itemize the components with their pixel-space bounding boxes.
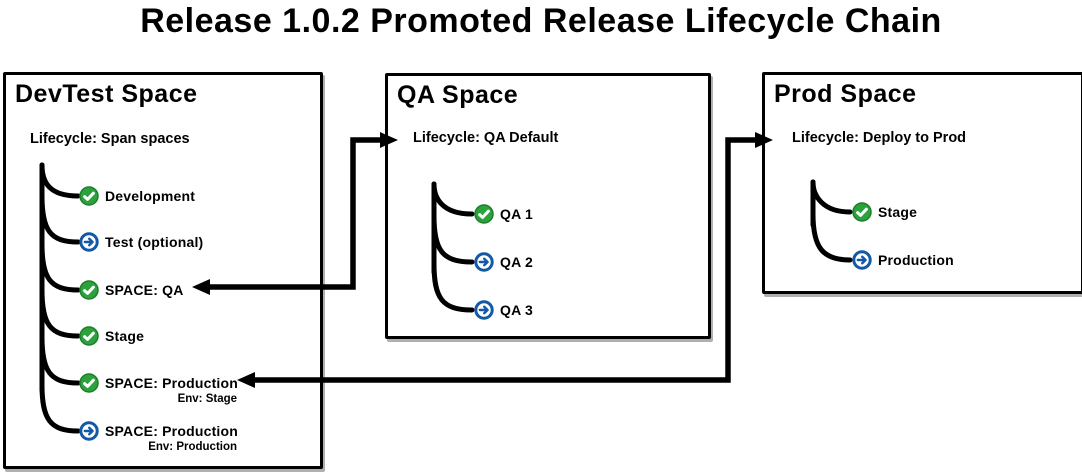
lifecycle-label: Lifecycle: Deploy to Prod bbox=[792, 130, 967, 146]
promote-arrow-icon bbox=[79, 232, 99, 252]
check-icon bbox=[79, 186, 99, 206]
space-header: Prod Space bbox=[774, 80, 917, 108]
stage-label: QA 2 bbox=[500, 254, 533, 270]
stage-item: SPACE: Production Env: Stage bbox=[79, 373, 238, 405]
stage-env-label: Env: Stage bbox=[177, 393, 238, 405]
page-title: Release 1.0.2 Promoted Release Lifecycle… bbox=[140, 2, 942, 40]
stage-item: Development bbox=[79, 186, 195, 206]
stage-label: SPACE: QA bbox=[105, 282, 184, 298]
stage-item: Stage bbox=[852, 202, 917, 222]
promote-arrow-icon bbox=[79, 421, 99, 441]
lifecycle-label: Lifecycle: Span spaces bbox=[30, 131, 190, 147]
stage-item: SPACE: QA bbox=[79, 280, 184, 300]
stage-env-label: Env: Production bbox=[148, 441, 238, 453]
space-box-devtest: DevTest Space Lifecycle: Span spaces Dev… bbox=[3, 72, 323, 469]
stage-item: Test (optional) bbox=[79, 232, 203, 252]
space-box-qa: QA Space Lifecycle: QA Default QA 1 QA 2… bbox=[385, 73, 711, 339]
check-icon bbox=[474, 204, 494, 224]
stage-label: SPACE: Production bbox=[105, 375, 239, 391]
stage-label: Stage bbox=[105, 328, 145, 344]
stage-label: QA 3 bbox=[500, 302, 533, 318]
promote-arrow-icon bbox=[474, 300, 494, 320]
promote-arrow-icon bbox=[852, 250, 872, 270]
stage-item: QA 3 bbox=[474, 300, 533, 320]
check-icon bbox=[79, 280, 99, 300]
stage-label: QA 1 bbox=[500, 206, 533, 222]
space-box-prod: Prod Space Lifecycle: Deploy to Prod Sta… bbox=[762, 72, 1082, 294]
check-icon bbox=[852, 202, 872, 222]
stage-item: SPACE: Production Env: Production bbox=[79, 421, 238, 453]
space-header: QA Space bbox=[397, 81, 519, 109]
promote-arrow-icon bbox=[474, 252, 494, 272]
stage-label: Stage bbox=[878, 204, 918, 220]
stage-label: Development bbox=[105, 188, 196, 204]
stage-item: Production bbox=[852, 250, 954, 270]
stage-label: Test (optional) bbox=[105, 234, 204, 250]
stage-item: QA 2 bbox=[474, 252, 533, 272]
space-header: DevTest Space bbox=[15, 80, 198, 108]
stage-item: QA 1 bbox=[474, 204, 533, 224]
tree-branch-lines bbox=[431, 181, 475, 313]
stage-label: Production bbox=[878, 252, 954, 268]
stage-label: SPACE: Production bbox=[105, 423, 239, 439]
lifecycle-label: Lifecycle: QA Default bbox=[413, 130, 559, 146]
stage-item: Stage bbox=[79, 326, 144, 346]
check-icon bbox=[79, 326, 99, 346]
check-icon bbox=[79, 373, 99, 393]
